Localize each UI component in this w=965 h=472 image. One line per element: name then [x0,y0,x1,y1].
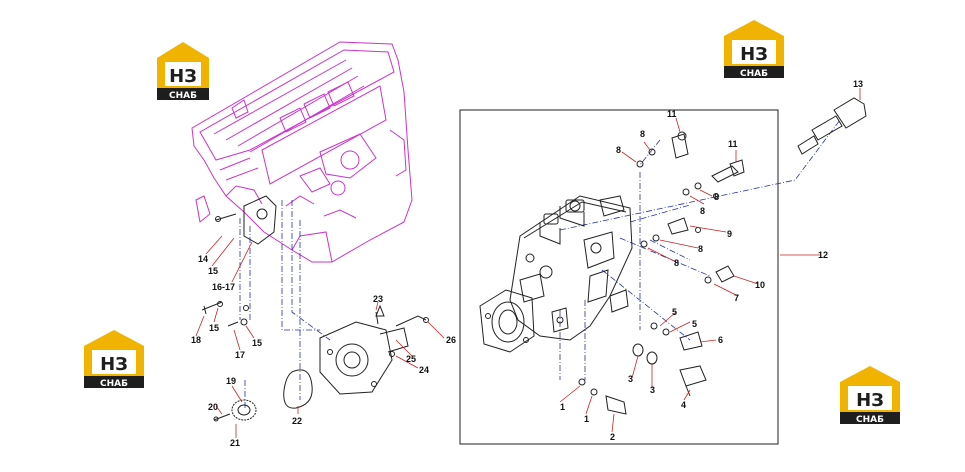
callout-24: 24 [419,365,429,375]
callout-11: 11 [728,139,738,149]
callout-18: 18 [191,335,201,345]
callout-5: 5 [692,319,697,329]
callout-15: 15 [209,323,219,333]
engine-block-outline [191,41,413,263]
drive-gear [213,399,257,422]
callout-17: 17 [235,350,245,360]
small-bolts-left [201,301,249,327]
mounting-bracket [215,195,277,245]
callout-12: 12 [818,250,828,260]
callout-10: 10 [755,280,765,290]
callout-2: 2 [610,432,615,442]
callout-3: 3 [628,374,633,384]
callout-19: 19 [226,376,236,386]
logo-watermark-top-left: НЗ СНАБ [157,42,209,101]
svg-text:НЗ: НЗ [856,390,884,411]
callout-8: 8 [616,145,621,155]
callout-26: 26 [446,335,456,345]
callout-9: 9 [727,229,732,239]
svg-text:СНАБ: СНАБ [740,69,768,79]
callout-3: 3 [650,385,655,395]
svg-text:СНАБ: СНАБ [856,415,884,425]
callout-6: 6 [718,335,723,345]
callout-8: 8 [700,206,705,216]
svg-text:СНАБ: СНАБ [100,379,128,389]
logo-watermark-mid-left: НЗ СНАБ [84,330,144,389]
bracket-bolts [375,311,429,357]
injection-pump-body [479,195,633,353]
logo-watermark-top-right: НЗ СНАБ [724,20,784,79]
callout-16-17: 16-17 [212,282,235,292]
gasket-ring [283,369,313,409]
callout-8: 8 [674,258,679,268]
callout-15: 15 [208,266,218,276]
callout-8: 8 [698,244,703,254]
callout-13: 13 [853,79,863,89]
callout-23: 23 [373,294,383,304]
callout-25: 25 [406,354,416,364]
callout-15: 15 [252,338,262,348]
svg-text:СНАБ: СНАБ [169,91,197,101]
callout-1: 1 [560,402,565,412]
callout-8: 8 [640,129,645,139]
callout-labels: 1 1 2 3 3 4 5 5 6 7 8 8 8 8 8 8 9 10 11 … [191,79,863,448]
callout-14: 14 [198,254,208,264]
assembly-guide-lines [239,119,841,410]
callout-20: 20 [208,402,218,412]
callout-7: 7 [734,293,739,303]
svg-text:НЗ: НЗ [740,44,768,65]
callout-11: 11 [667,109,677,119]
callout-5: 5 [672,307,677,317]
callout-22: 22 [292,416,302,426]
injection-pump-frame [459,109,779,445]
callout-21: 21 [230,438,240,448]
svg-text:НЗ: НЗ [100,354,128,375]
callout-4: 4 [681,400,686,410]
leader-lines [195,88,861,438]
callout-8: 8 [714,192,719,202]
callout-1: 1 [584,414,589,424]
svg-text:НЗ: НЗ [169,66,197,87]
transfer-pump-assembly [319,304,409,395]
logo-watermark-bottom-right: НЗ СНАБ [840,366,900,425]
